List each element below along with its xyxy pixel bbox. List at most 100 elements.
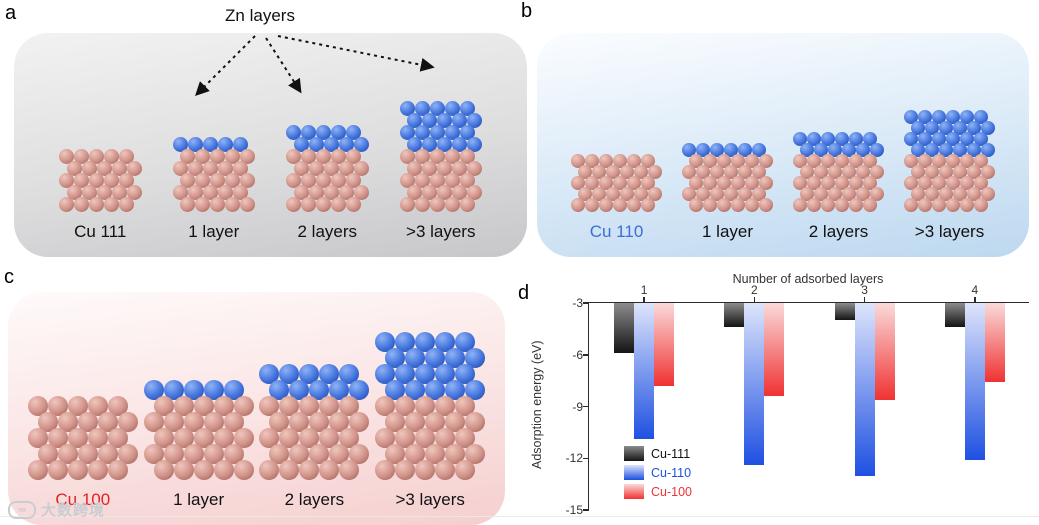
zn-atom [696, 143, 710, 157]
bar-Cu-100-layer2 [764, 303, 785, 396]
cu-atom [259, 396, 280, 416]
cu-atom [634, 187, 648, 201]
cu-atom [309, 412, 330, 432]
cu-atom [682, 187, 696, 201]
cu-atom [59, 197, 74, 212]
panel-b-cu110: Cu 110 1 layer 2 layers >3 layers [537, 33, 1029, 257]
cu-atom [571, 154, 585, 168]
cu-atom [445, 412, 466, 432]
cu-atom [724, 165, 738, 179]
cu-atom [455, 460, 476, 480]
cu-atom [849, 154, 863, 168]
zn-atom [738, 143, 752, 157]
zn-atom [974, 132, 988, 146]
cu-atom [974, 198, 988, 212]
cu-atom [731, 154, 745, 168]
cu-atom [183, 444, 204, 464]
cu-atom [814, 165, 828, 179]
cu-atom [455, 428, 476, 448]
cu-atom [301, 173, 316, 188]
cu-atom [74, 149, 89, 164]
structure-cu110-3layers: >3 layers [904, 110, 995, 243]
cu-atom [74, 197, 89, 212]
zn-atom [974, 110, 988, 124]
cu-atom [217, 185, 233, 200]
legend-label-cu100: Cu-100 [651, 484, 692, 499]
cu-atom [293, 185, 309, 200]
cu-atom [932, 198, 946, 212]
zn-atom [967, 121, 981, 135]
y-tick-label: -12 [565, 451, 583, 466]
cu-atom [286, 173, 301, 188]
zn-atom [375, 332, 396, 352]
zn-atom [217, 137, 233, 152]
bar-Cu-100-layer3 [874, 303, 895, 400]
zn-atom [202, 137, 218, 152]
cu-atom [349, 444, 370, 464]
cu-atom [210, 149, 225, 164]
cu-atom [97, 444, 118, 464]
atom-cluster [59, 149, 142, 212]
cu-atom [863, 198, 877, 212]
cu-atom [425, 412, 446, 432]
cu-atom [946, 176, 960, 190]
panel-b-structures: Cu 110 1 layer 2 layers >3 layers [537, 33, 1029, 257]
zn-atom [918, 110, 932, 124]
cu-atom [203, 412, 224, 432]
cu-atom [703, 154, 717, 168]
cu-atom [405, 412, 426, 432]
cu-atom [745, 176, 759, 190]
zn-atom [395, 332, 416, 352]
cu-atom [210, 197, 225, 212]
zn-atom [444, 125, 460, 140]
atom-cluster [399, 101, 482, 212]
chart-legend: Cu-111 Cu-110 Cu-100 [624, 446, 692, 499]
zn-atom [800, 143, 814, 157]
cu-atom [960, 154, 974, 168]
cu-atom [759, 176, 773, 190]
zn-atom [925, 121, 939, 135]
zn-atom [437, 137, 452, 152]
cu-atom [946, 154, 960, 168]
zn-atom [435, 332, 456, 352]
cu-atom [689, 154, 703, 168]
cu-atom [217, 161, 233, 176]
zn-atom [932, 110, 946, 124]
cu-atom [117, 412, 138, 432]
cu-atom [375, 428, 396, 448]
cu-atom [422, 161, 437, 176]
cu-atom [960, 198, 974, 212]
zn-atom [405, 348, 426, 368]
cu-atom [745, 198, 759, 212]
zn-atom [293, 137, 309, 152]
structure-label: 1 layer [701, 222, 754, 241]
cu-atom [323, 185, 339, 200]
zn-atom [932, 132, 946, 146]
zn-atom [821, 132, 835, 146]
x-tick-mark [863, 297, 866, 303]
cu-atom [279, 460, 300, 480]
cu-atom [286, 197, 301, 212]
cu-atom [104, 197, 119, 212]
cu-atom [571, 176, 585, 190]
cu-atom [613, 198, 627, 212]
zn-atom [422, 113, 437, 128]
cu-atom [293, 161, 309, 176]
cu-atom [627, 176, 641, 190]
cu-atom [173, 396, 194, 416]
cu-atom [578, 187, 592, 201]
atom-cluster [375, 332, 486, 480]
x-tick-label: 2 [751, 283, 758, 297]
cu-atom [289, 444, 310, 464]
zn-atom [316, 125, 331, 140]
zn-atom [415, 332, 436, 352]
cu-atom [316, 149, 331, 164]
cu-atom [459, 197, 475, 212]
panel-letter-b: b [521, 0, 533, 22]
cu-atom [939, 165, 953, 179]
cu-atom [452, 185, 467, 200]
cu-atom [592, 187, 606, 201]
zn-atom [465, 380, 486, 400]
cu-atom [319, 428, 340, 448]
